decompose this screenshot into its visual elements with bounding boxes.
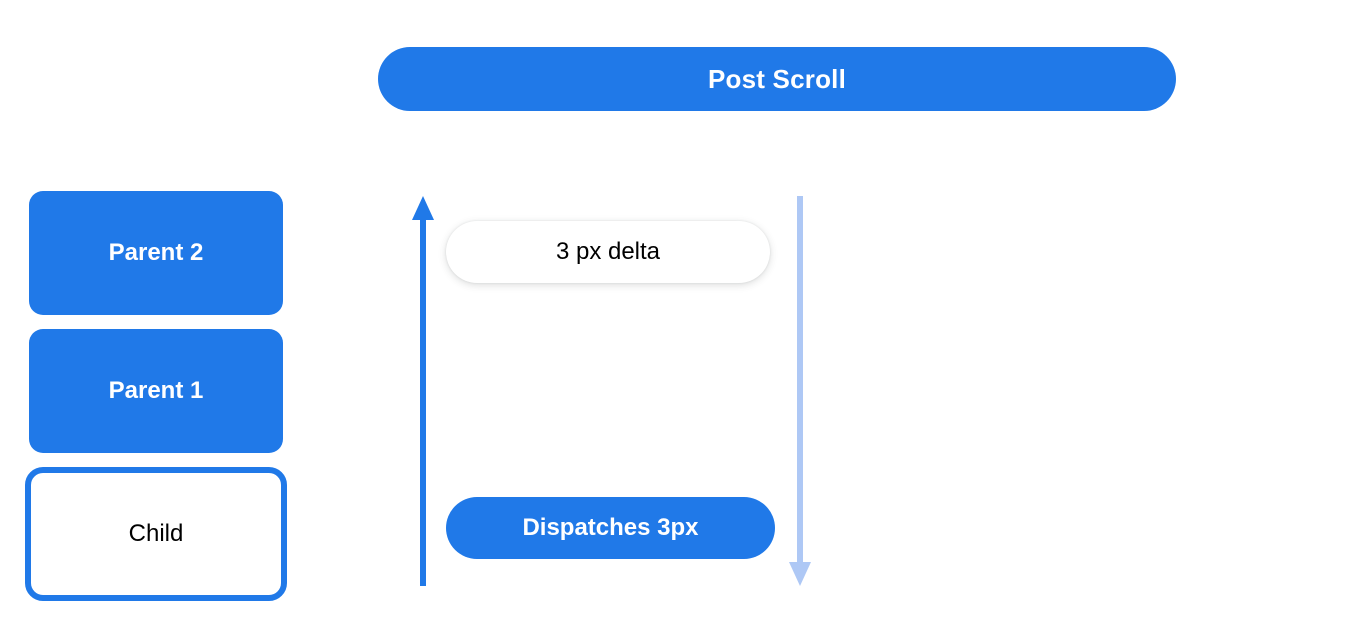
scroll-up-arrow	[410, 196, 436, 586]
scroll-down-arrow	[787, 196, 813, 586]
node-box-parent-2: Parent 2	[29, 191, 283, 315]
node-label-child: Child	[128, 520, 184, 547]
node-box-parent-1: Parent 1	[29, 329, 283, 453]
post-scroll-header-label: Post Scroll	[707, 64, 846, 94]
dispatch-pill-label: Dispatches 3px	[522, 514, 699, 541]
node-stack: Parent 2 Parent 1 Child	[25, 191, 287, 601]
scroll-down-arrow-icon	[789, 196, 811, 586]
post-scroll-header-bar: Post Scroll	[378, 47, 1176, 111]
node-label-parent-2: Parent 2	[108, 239, 204, 266]
node-label-parent-1: Parent 1	[108, 377, 204, 404]
delta-pill-label: 3 px delta	[555, 238, 661, 265]
scroll-up-arrow-icon	[412, 196, 434, 586]
dispatch-pill: Dispatches 3px	[446, 497, 775, 559]
delta-pill: 3 px delta	[446, 221, 770, 283]
node-box-child: Child	[25, 467, 287, 601]
